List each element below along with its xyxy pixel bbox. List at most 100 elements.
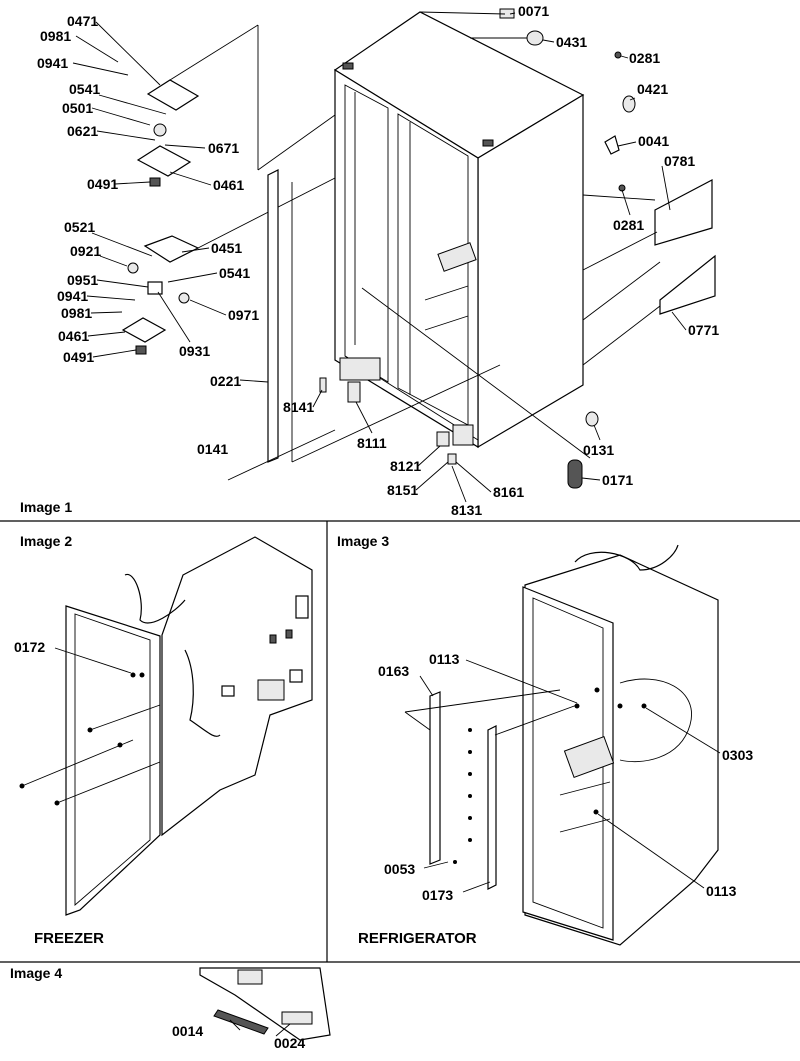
leader	[91, 107, 151, 126]
plug-0421	[622, 95, 636, 113]
image1-hinges	[121, 24, 336, 355]
explode-line	[582, 231, 658, 271]
leader	[593, 424, 601, 441]
explode-line	[419, 11, 506, 15]
leader	[90, 311, 123, 314]
label-0431: 0431	[556, 34, 587, 50]
refrigerator-duct	[619, 678, 692, 763]
image2-freezer: 0172	[14, 536, 313, 916]
leader	[167, 272, 218, 283]
leader	[157, 291, 191, 343]
panel-0781-shape	[654, 179, 713, 246]
refrigerator-front-frame	[522, 586, 614, 941]
leader	[661, 165, 671, 211]
screw	[574, 703, 580, 709]
freezer-plate	[295, 595, 309, 619]
screw	[130, 672, 136, 678]
label-0541-mid: 0541	[219, 265, 250, 281]
leader	[312, 389, 323, 408]
leader	[96, 279, 149, 288]
explode-line	[494, 704, 578, 736]
lower-hinge-bracket	[121, 317, 167, 343]
hinge-pin	[135, 345, 147, 355]
label-0671: 0671	[208, 140, 239, 156]
drain-strip-0014	[213, 1009, 269, 1035]
shelf-rail	[424, 315, 469, 331]
label-0471: 0471	[67, 13, 98, 29]
screw	[468, 750, 472, 754]
leader	[597, 813, 705, 889]
screw-0281	[614, 51, 622, 59]
label-8131: 8131	[451, 502, 482, 518]
leader	[96, 130, 156, 141]
screw	[453, 860, 457, 864]
label-0921: 0921	[70, 243, 101, 259]
screw	[468, 794, 472, 798]
screw	[617, 703, 623, 709]
label-0501: 0501	[62, 100, 93, 116]
label-0113-top: 0113	[429, 651, 460, 667]
label-0053: 0053	[384, 861, 415, 877]
image4-drain: 0014 0024	[172, 967, 331, 1051]
image1-cabinet	[333, 11, 585, 449]
screw	[269, 634, 277, 644]
label-0041: 0041	[638, 133, 669, 149]
hinge-bushing	[127, 262, 139, 274]
label-0971: 0971	[228, 307, 259, 323]
leader	[87, 331, 126, 337]
leader	[629, 97, 636, 101]
leader	[181, 247, 210, 253]
freezer-connector	[289, 669, 303, 683]
hinge-tab	[342, 62, 354, 70]
explode-line	[56, 761, 161, 804]
refrigerator-inner-edge	[532, 597, 604, 929]
image1-leaders	[72, 12, 687, 503]
freezer-connector	[221, 685, 235, 697]
screw	[593, 809, 599, 815]
explode-line	[582, 194, 656, 201]
leader	[95, 21, 161, 86]
screw	[468, 816, 472, 820]
bracket-8121	[436, 431, 450, 447]
bracket-0041	[604, 135, 620, 155]
image4-title: Image 4	[10, 965, 62, 981]
label-0014: 0014	[172, 1023, 203, 1039]
leader	[417, 445, 441, 467]
screw	[139, 672, 145, 678]
leader	[451, 465, 467, 503]
rail-0221	[267, 169, 279, 463]
base-bracket	[339, 357, 381, 381]
leader	[671, 311, 687, 331]
leader	[229, 1019, 241, 1031]
leader	[423, 861, 449, 869]
label-0541-top: 0541	[69, 81, 100, 97]
hinge-pin	[149, 177, 161, 187]
explode-line	[89, 704, 161, 731]
explode-line	[291, 364, 501, 463]
label-0172: 0172	[14, 639, 45, 655]
screw	[594, 687, 600, 693]
label-0771: 0771	[688, 322, 719, 338]
panel-0771-shape	[659, 254, 716, 315]
panel-dividers	[0, 520, 800, 963]
leader	[355, 401, 373, 434]
upper-hinge-plate	[146, 79, 200, 111]
label-0621: 0621	[67, 123, 98, 139]
label-0451: 0451	[211, 240, 242, 256]
leader	[54, 647, 132, 674]
explode-line	[404, 711, 431, 731]
label-0163: 0163	[378, 663, 409, 679]
leader	[415, 461, 449, 491]
leader	[419, 675, 434, 697]
screw	[285, 629, 293, 639]
refrigerator-control	[563, 736, 615, 778]
strip-0163	[429, 691, 441, 865]
cabinet-front	[334, 68, 479, 449]
leader	[509, 12, 516, 15]
image2-caption: FREEZER	[34, 930, 104, 947]
plug-0431	[526, 30, 544, 46]
label-0024: 0024	[274, 1035, 305, 1051]
label-0113-bottom: 0113	[706, 883, 737, 899]
